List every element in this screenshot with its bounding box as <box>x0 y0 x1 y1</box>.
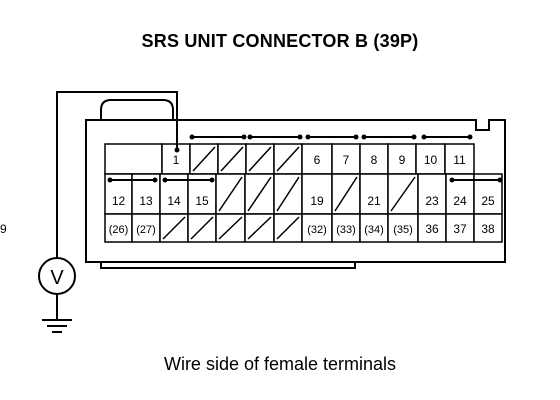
lock-bar-end <box>152 177 158 183</box>
terminal-number: 1 <box>173 153 180 167</box>
terminal-number: 15 <box>195 194 209 208</box>
terminal-number: (34) <box>364 224 384 236</box>
ground-icon <box>42 319 72 333</box>
blocked-cavity-slash <box>218 216 243 240</box>
blocked-cavity-slash <box>190 216 214 240</box>
terminal-cavity <box>415 143 446 175</box>
terminal-number: 14 <box>167 194 181 208</box>
terminal-number: 7 <box>343 153 350 167</box>
terminal-cavity <box>104 213 133 243</box>
blocked-cavity-slash <box>276 146 300 172</box>
terminal-number: 9 <box>399 153 406 167</box>
lock-bar-end <box>467 134 473 140</box>
lock-bar-end <box>411 134 417 140</box>
terminal-number: 8 <box>371 153 378 167</box>
blocked-cavity-slash <box>218 176 243 212</box>
terminal-cavity <box>301 173 333 215</box>
terminal-cavity <box>473 213 503 243</box>
lock-bar-end <box>107 177 113 183</box>
lock-bar-end <box>189 134 195 140</box>
terminal-number: 38 <box>481 222 495 236</box>
connector-housing <box>85 119 506 263</box>
lock-bar-end <box>241 134 247 140</box>
terminal-cavity <box>444 143 475 175</box>
lock-bar-end <box>305 134 311 140</box>
terminal-number: 37 <box>453 222 467 236</box>
lock-bar-end <box>353 134 359 140</box>
terminal-cavity <box>445 213 475 243</box>
terminal-row-3: (26) (27) (32) (33) (34) (35) 36 37 38 39 <box>0 213 503 243</box>
probe-contact-dot <box>174 147 180 153</box>
terminal-number: 6 <box>314 153 321 167</box>
diagram-caption: Wire side of female terminals <box>163 354 397 374</box>
terminal-cavity <box>104 143 163 175</box>
lock-bar-end <box>297 134 303 140</box>
lock-bar-end <box>162 177 168 183</box>
lock-bar-end <box>449 177 455 183</box>
lock-bar-end <box>497 177 503 183</box>
blocked-cavity-slash <box>390 176 416 212</box>
lock-bar-end <box>421 134 427 140</box>
terminal-number: 39 <box>0 222 7 236</box>
voltmeter-symbol: V <box>50 267 64 289</box>
blocked-cavity-slash <box>334 176 358 212</box>
blocked-cavity-slash <box>276 176 300 212</box>
diagram-title: SRS UNIT CONNECTOR B (39P) <box>141 31 419 51</box>
terminal-number: (33) <box>336 224 356 236</box>
blocked-cavity-slash <box>248 146 272 172</box>
terminal-number: 25 <box>481 194 495 208</box>
terminal-number: 13 <box>139 194 153 208</box>
connector-skirt-bottom <box>100 262 356 269</box>
terminal-cavity <box>417 173 447 215</box>
blocked-cavity-slash <box>247 216 272 240</box>
terminal-cavity <box>417 213 447 243</box>
terminal-number: 24 <box>453 194 467 208</box>
terminal-number: 36 <box>425 222 439 236</box>
terminal-number: 12 <box>112 194 126 208</box>
terminal-number: 11 <box>453 153 466 167</box>
lock-bar-end <box>361 134 367 140</box>
blocked-cavity-slash <box>162 216 186 240</box>
terminal-number: 23 <box>425 194 439 208</box>
terminal-cavity <box>331 213 361 243</box>
terminal-row-1: 1 6 7 8 9 10 11 <box>104 143 475 175</box>
lock-bar-end <box>209 177 215 183</box>
terminal-number: (32) <box>307 224 327 236</box>
terminal-cavity <box>359 213 389 243</box>
blocked-cavity-slash <box>247 176 272 212</box>
blocked-cavity-slash <box>220 146 244 172</box>
connector-latch-top <box>100 99 174 120</box>
terminal-cavity <box>301 213 333 243</box>
lock-bar-end <box>247 134 253 140</box>
blocked-cavity-slash <box>276 216 300 240</box>
terminal-number: (26) <box>109 224 129 236</box>
terminal-lock-bars <box>107 134 503 183</box>
terminal-cavity <box>359 143 389 175</box>
terminal-number: 21 <box>367 194 381 208</box>
terminal-number: 10 <box>424 153 438 167</box>
terminal-number: 19 <box>310 194 324 208</box>
terminal-number: (35) <box>393 224 413 236</box>
blocked-cavity-slash <box>192 146 216 172</box>
terminal-number: (27) <box>136 224 156 236</box>
probe-wire <box>56 91 178 258</box>
terminal-cavity <box>387 213 419 243</box>
